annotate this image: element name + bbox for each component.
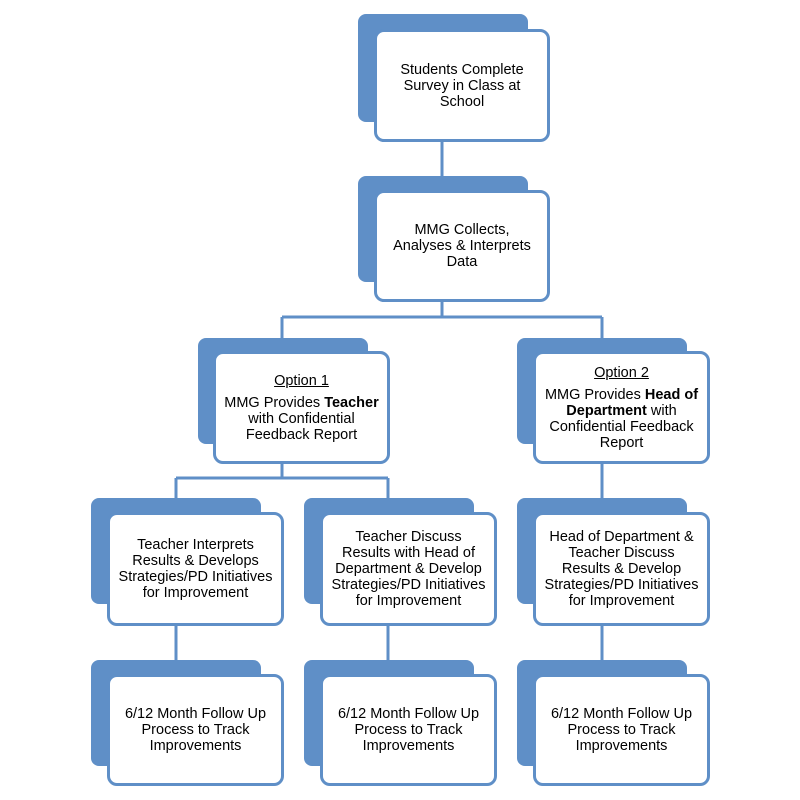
teacher-discuss-line-1: Teacher Discuss bbox=[355, 529, 462, 545]
option2-box: Option 2 MMG Provides Head of Department… bbox=[533, 351, 710, 464]
teacher-discuss-line-2: Results with Head of bbox=[342, 545, 475, 561]
option1-line-1-prefix: MMG Provides bbox=[224, 394, 325, 411]
followup3-line-2: Process to Track bbox=[567, 722, 676, 738]
followup3-line-3: Improvements bbox=[575, 738, 668, 754]
hod-discuss-box: Head of Department & Teacher Discuss Res… bbox=[533, 512, 710, 626]
teacher-interprets-line-2: Results & Develops bbox=[132, 553, 259, 569]
survey-text-line-1: Students Complete bbox=[400, 61, 524, 78]
teacher-discuss-line-4: Strategies/PD Initiatives bbox=[331, 577, 486, 593]
followup1-line-2: Process to Track bbox=[141, 722, 250, 738]
followup2-line-1: 6/12 Month Follow Up bbox=[337, 706, 480, 722]
teacher-discuss-box: Teacher Discuss Results with Head of Dep… bbox=[320, 512, 497, 626]
option2-line-4: Report bbox=[599, 434, 644, 451]
option2-line-2-bold: Department bbox=[566, 402, 647, 419]
followup2-line-2: Process to Track bbox=[354, 722, 463, 738]
hod-discuss-line-4: Strategies/PD Initiatives bbox=[544, 577, 699, 593]
hod-discuss-line-1: Head of Department & bbox=[549, 529, 694, 545]
option2-line-2: Department with bbox=[542, 403, 701, 419]
followup3-box: 6/12 Month Follow Up Process to Track Im… bbox=[533, 674, 710, 786]
survey-text-line-2: Survey in Class at bbox=[403, 77, 521, 94]
survey-text-line-3: School bbox=[439, 93, 485, 110]
option1-line-1: MMG Provides Teacher bbox=[222, 395, 381, 411]
option2-line-3: Confidential Feedback bbox=[549, 418, 694, 435]
collect-box: MMG Collects, Analyses & Interprets Data bbox=[374, 190, 550, 302]
hod-discuss-line-3: Results & Develop bbox=[561, 561, 682, 577]
option2-line-2-suffix: with bbox=[646, 402, 677, 419]
collect-text-line-3: Data bbox=[446, 254, 478, 270]
teacher-interprets-box: Teacher Interprets Results & Develops St… bbox=[107, 512, 284, 626]
option1-line-2: with Confidential bbox=[248, 410, 355, 427]
hod-discuss-line-5: for Improvement bbox=[568, 593, 675, 609]
option2-line-1-prefix: MMG Provides bbox=[544, 386, 645, 403]
option1-line-3: Feedback Report bbox=[245, 426, 358, 443]
teacher-interprets-line-4: for Improvement bbox=[142, 585, 249, 601]
followup3-line-1: 6/12 Month Follow Up bbox=[550, 706, 693, 722]
followup2-line-3: Improvements bbox=[362, 738, 455, 754]
followup2-box: 6/12 Month Follow Up Process to Track Im… bbox=[320, 674, 497, 786]
option2-line-1-bold: Head of bbox=[644, 386, 699, 403]
option1-heading: Option 1 bbox=[274, 372, 329, 389]
teacher-discuss-line-3: Department & Develop bbox=[335, 561, 482, 577]
teacher-interprets-line-1: Teacher Interprets bbox=[137, 537, 254, 553]
followup1-line-1: 6/12 Month Follow Up bbox=[124, 706, 267, 722]
option2-heading: Option 2 bbox=[594, 364, 649, 381]
teacher-interprets-line-3: Strategies/PD Initiatives bbox=[118, 569, 273, 585]
collect-text-line-2: Analyses & Interprets bbox=[393, 238, 531, 254]
option1-box: Option 1 MMG Provides Teacher with Confi… bbox=[213, 351, 390, 464]
option1-line-1-bold: Teacher bbox=[324, 394, 379, 411]
hod-discuss-line-2: Teacher Discuss bbox=[568, 545, 675, 561]
option2-line-1: MMG Provides Head of bbox=[542, 387, 701, 403]
survey-box: Students Complete Survey in Class at Sch… bbox=[374, 29, 550, 142]
teacher-discuss-line-5: for Improvement bbox=[355, 593, 462, 609]
followup1-line-3: Improvements bbox=[149, 738, 242, 754]
followup1-box: 6/12 Month Follow Up Process to Track Im… bbox=[107, 674, 284, 786]
collect-text-line-1: MMG Collects, bbox=[414, 222, 510, 238]
